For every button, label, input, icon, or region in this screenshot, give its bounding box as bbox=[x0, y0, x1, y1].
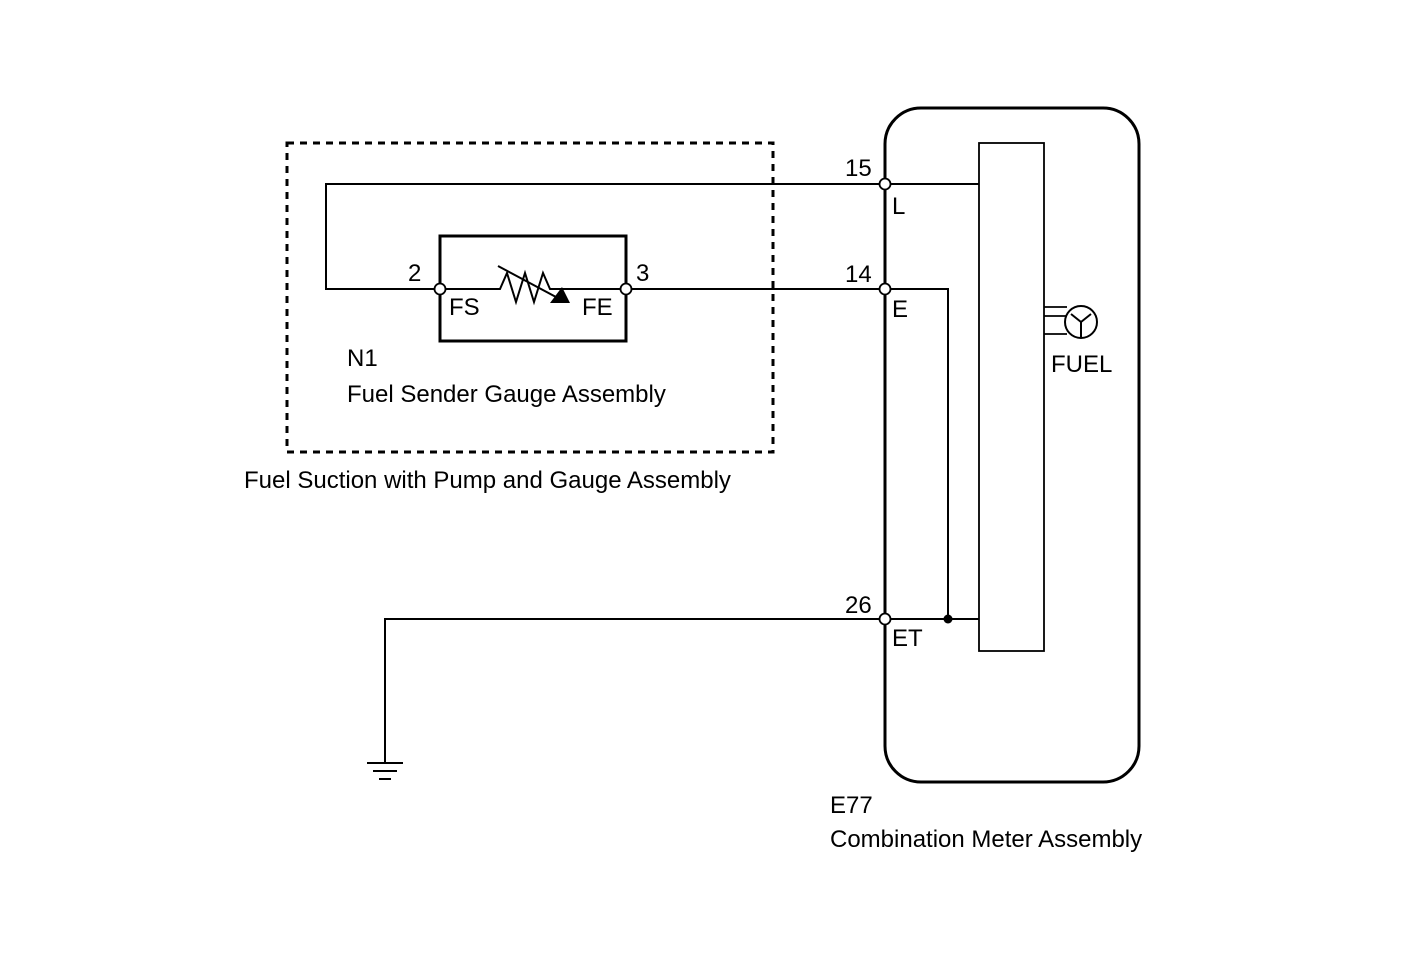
sender-gauge-name: Fuel Sender Gauge Assembly bbox=[347, 381, 666, 408]
meter-gauge-block bbox=[978, 142, 1045, 652]
meter-pin-name-e: E bbox=[892, 296, 908, 323]
terminal-et bbox=[878, 612, 892, 626]
terminal-fs bbox=[433, 282, 447, 296]
junction-dot bbox=[943, 614, 953, 624]
sender-pin-name-fs: FS bbox=[449, 294, 480, 321]
meter-pin-number-e: 14 bbox=[845, 261, 872, 288]
variable-resistor-icon bbox=[440, 265, 626, 306]
fuel-suction-assembly-label: Fuel Suction with Pump and Gauge Assembl… bbox=[244, 467, 731, 494]
sender-pin-name-fe: FE bbox=[582, 294, 613, 321]
fuel-gauge-icon bbox=[1044, 305, 1098, 339]
fuel-suction-assembly-boundary bbox=[285, 141, 775, 454]
terminal-fe bbox=[619, 282, 633, 296]
meter-pin-name-et: ET bbox=[892, 625, 923, 652]
ground-icon bbox=[367, 762, 403, 780]
terminal-l bbox=[878, 177, 892, 191]
wire-l-to-fs bbox=[325, 183, 885, 290]
wire-e-internal bbox=[885, 288, 949, 619]
meter-pin-number-et: 26 bbox=[845, 592, 872, 619]
sender-pin-number-fs: 2 bbox=[408, 260, 421, 287]
meter-pin-number-l: 15 bbox=[845, 155, 872, 182]
meter-pin-name-l: L bbox=[892, 193, 905, 220]
wire-et-to-ground bbox=[384, 618, 885, 763]
terminal-e bbox=[878, 282, 892, 296]
combination-meter-code: E77 bbox=[830, 792, 873, 819]
sender-pin-number-fe: 3 bbox=[636, 260, 649, 287]
fuel-gauge-label: FUEL bbox=[1051, 351, 1112, 378]
sender-gauge-code: N1 bbox=[347, 345, 378, 372]
combination-meter-name: Combination Meter Assembly bbox=[830, 826, 1142, 853]
combination-meter-outline bbox=[883, 106, 1141, 784]
